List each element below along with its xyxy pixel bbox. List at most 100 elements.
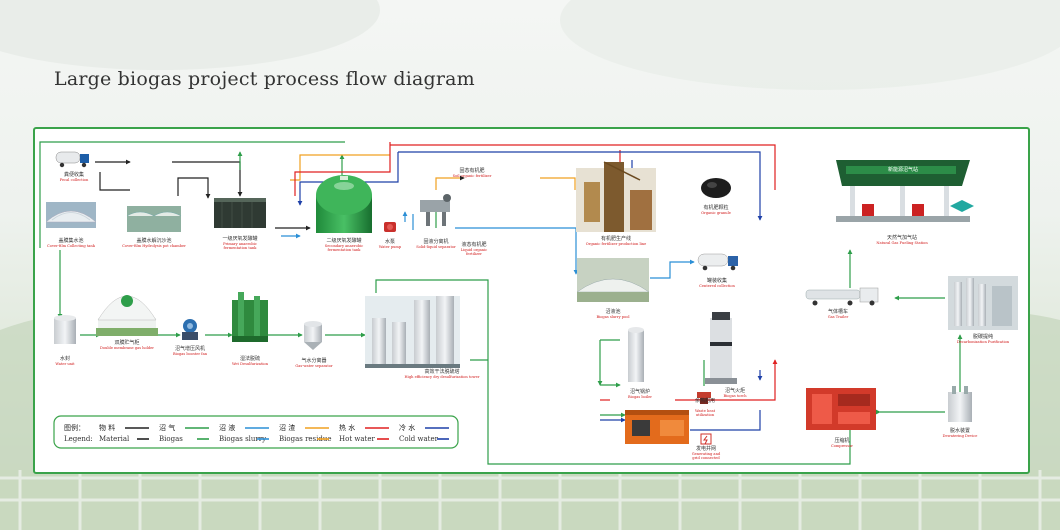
label-secondary-en2: fermentation tank [328,248,362,252]
label-decarbonization-cn: 脱碳提纯 [973,333,993,340]
label-waste-heat-cn: 余热利用 [695,397,715,404]
label-liquid-fertilizer-en2: fertilizer [466,252,482,256]
label-granule-cn: 有机肥颗粒 [703,204,728,211]
solid-liquid-separator-icon [420,194,451,226]
label-separator-en: Solid-liquid separator [416,245,456,249]
fecal-collection-truck-icon [55,151,89,168]
legend-item-en: Hot water [339,435,375,443]
label-generating-en1: Generating and [692,452,721,456]
generator-set-icon [625,410,689,444]
label-liquid-fertilizer-en1: Liquid organic [461,248,488,252]
label-collecting-tank-en: Cover-film Collecting tank [47,244,96,248]
legend-label-en: Legend: [64,435,93,443]
label-compressor-en: Compressor [831,444,853,448]
decarbonization-unit-icon [948,276,1018,330]
water-pump-icon [384,222,396,232]
label-trailer-en: Gas Trailer [828,315,849,319]
legend-item-cn: 沼 液 [219,423,235,432]
label-gas-holder-en: Double membrane gas holder [100,346,154,350]
label-station-en: Natural Gas Fueling Station [876,241,928,245]
label-torch-cn: 沼气火炬 [725,387,745,394]
gas-trailer-icon [805,287,879,306]
label-boiler-en: Biogas boiler [628,395,652,399]
legend-item-en: Cold water [399,435,439,443]
label-soil-fertilizer-cn: 固态有机肥 [459,167,484,174]
label-compressor-cn: 压缩机 [834,437,849,444]
label-generating-cn: 发电并网 [696,445,716,452]
label-gas-water-cn: 气水分离器 [301,357,326,364]
label-liquid-fertilizer-cn: 液态有机肥 [461,241,486,248]
organic-granule-icon [701,178,731,198]
label-slurry-pool-en: Biogas slurry pool [596,315,630,319]
label-separator-cn: 固液分离机 [423,238,448,245]
label-collecting-tank-cn: 盖膜集水池 [58,237,83,244]
label-boiler-cn: 沼气锅炉 [630,388,650,395]
label-generating-en2: grid connected [692,456,720,460]
label-primary-en1: Primary anaerobic [223,242,257,246]
label-soil-fertilizer-en: Soil organic fertilizer [453,174,492,178]
station-sign-text: 新能源沼气站 [888,166,918,173]
primary-fermentation-tank-icon [214,198,266,228]
label-wet-desulf-cn: 湿法脱硫 [240,355,260,362]
label-torch-en: Biogas torch [723,394,747,398]
legend-item-cn: 物 料 [99,423,115,432]
compressor-icon [806,388,876,430]
label-water-unit-cn: 水封 [60,355,70,362]
legend-item-cn: 热 水 [339,423,355,432]
label-production-line-cn: 有机肥生产线 [601,235,631,242]
label-primary-cn: 一级厌氧发酵罐 [222,235,257,242]
biogas-slurry-pool-icon [576,258,650,302]
double-membrane-gas-holder-icon [96,295,158,336]
page-title: Large biogas project process flow diagra… [54,68,475,90]
node-labels: 粪便收集 Fecal collection 盖膜集水池 Cover-film C… [47,166,1010,460]
label-gas-holder-cn: 双膜贮气柜 [114,339,139,346]
label-water-unit-en: Water unit [55,362,75,366]
covered-collecting-tank-icon [45,202,97,228]
legend-item-en: Biogas [159,435,183,443]
secondary-fermentation-tank-icon [316,175,372,233]
biogas-torch-icon [705,312,737,384]
label-fecal-collection-cn: 粪便收集 [64,171,84,178]
dry-desulfurization-tower-icon [365,296,460,368]
label-dewatering-en: Dewatering Device [943,434,978,438]
legend-item-en: Material [99,435,130,443]
label-hydrolysis-cn: 盖膜水解沉沙池 [136,237,171,244]
label-secondary-en1: Secondary anaerobic [325,244,363,248]
booster-fan-icon [182,319,198,340]
label-primary-en2: fermentation tank [224,246,258,250]
label-trailer-cn: 气体槽车 [828,308,848,315]
label-secondary-cn: 二级厌氧发酵罐 [326,237,361,244]
fertilizer-production-line-icon [576,161,656,232]
legend-label-cn: 图例： [64,423,85,432]
gas-station-icon [836,160,974,222]
biogas-boiler-icon [628,327,644,382]
wet-desulfurization-icon [232,292,268,342]
legend-item-en: Biogas residue [279,435,332,443]
hydrolysis-chamber-icon [126,206,182,232]
tanker-truck-icon [697,253,738,271]
legend-item-cn: 冷 水 [399,423,415,432]
gas-water-separator-icon [304,321,322,350]
label-wet-desulf-en: Wet Desulfurization [232,362,269,366]
label-water-pump-cn: 水泵 [385,238,395,245]
label-dewatering-cn: 脱水装置 [950,427,970,434]
label-production-line-en: Organic fertilizer production line [586,242,646,246]
label-centered-collection-cn: 罐装收集 [707,277,727,284]
label-hydrolysis-en: Cover-film Hydrolysis pot chamber [122,244,186,248]
waste-heat-exchanger-icon [697,392,711,404]
legend-item-cn: 沼 渣 [279,423,295,432]
label-dry-desulf-cn: 高效干法脱硫塔 [424,368,459,375]
water-unit-tank-icon [54,315,76,344]
label-decarbonization-en: Decarbonization Purification [957,340,1010,344]
label-dry-desulf-en: High efficiency dry desulfurization towe… [405,375,480,379]
power-grid-icon [700,433,712,445]
dewatering-device-icon [948,386,972,422]
label-centered-collection-en: Centered collection [699,284,735,288]
label-slurry-pool-cn: 沼液池 [605,308,620,315]
label-booster-fan-en: Biogas booster fan [173,352,208,356]
label-booster-fan-cn: 沼气增压风机 [175,345,205,352]
label-gas-water-en: Gas-water separator [295,364,333,368]
label-station-cn: 天然气加气站 [887,234,917,241]
